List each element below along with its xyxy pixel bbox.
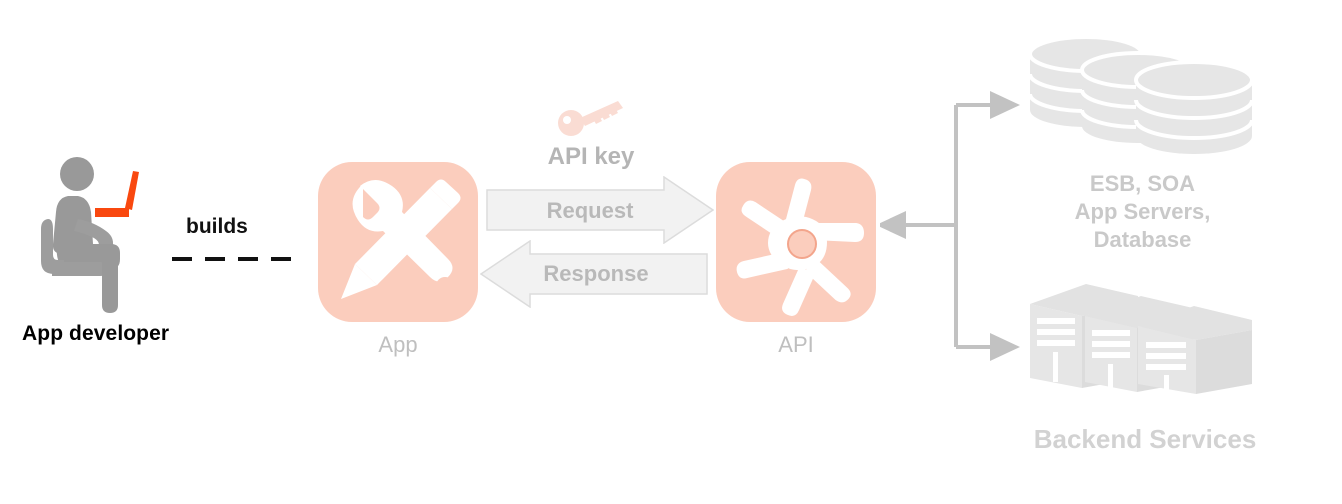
builds-relation-label: builds	[186, 215, 248, 238]
arrow-head-to-servers	[990, 333, 1020, 361]
builds-dashed-line	[170, 248, 300, 261]
api-node-box[interactable]	[716, 162, 876, 322]
arrow-head-to-api	[876, 211, 906, 239]
api-key-label: API key	[547, 143, 635, 170]
seated-developer-with-laptop-icon	[40, 155, 190, 315]
backend-services-label: Backend Services	[1033, 424, 1257, 454]
server-towers-icon	[1028, 282, 1258, 394]
app-node-box[interactable]	[318, 162, 478, 322]
data-tier-label-line-1: ESB, SOA	[1089, 171, 1196, 196]
wrench-and-pencil-icon	[341, 179, 461, 299]
backend-connector-arrows	[876, 85, 1040, 365]
api-node-caption: API	[778, 332, 814, 357]
response-flow-arrow	[479, 239, 708, 309]
data-tier-label-line-3: Database	[1093, 227, 1192, 252]
arrow-head-to-database	[990, 91, 1020, 119]
response-flow-label: Response	[543, 261, 649, 286]
app-node-caption: App	[378, 332, 418, 357]
database-stack-icon	[1022, 35, 1262, 156]
data-tier-label: ESB, SOA App Servers, Database	[1010, 170, 1275, 254]
request-flow-label: Request	[546, 198, 634, 223]
key-icon	[556, 98, 626, 138]
data-tier-label-line-2: App Servers,	[1074, 199, 1211, 224]
app-developer-label: App developer	[22, 322, 170, 345]
api-hub-star-icon	[736, 178, 864, 316]
request-flow-arrow	[486, 175, 715, 245]
